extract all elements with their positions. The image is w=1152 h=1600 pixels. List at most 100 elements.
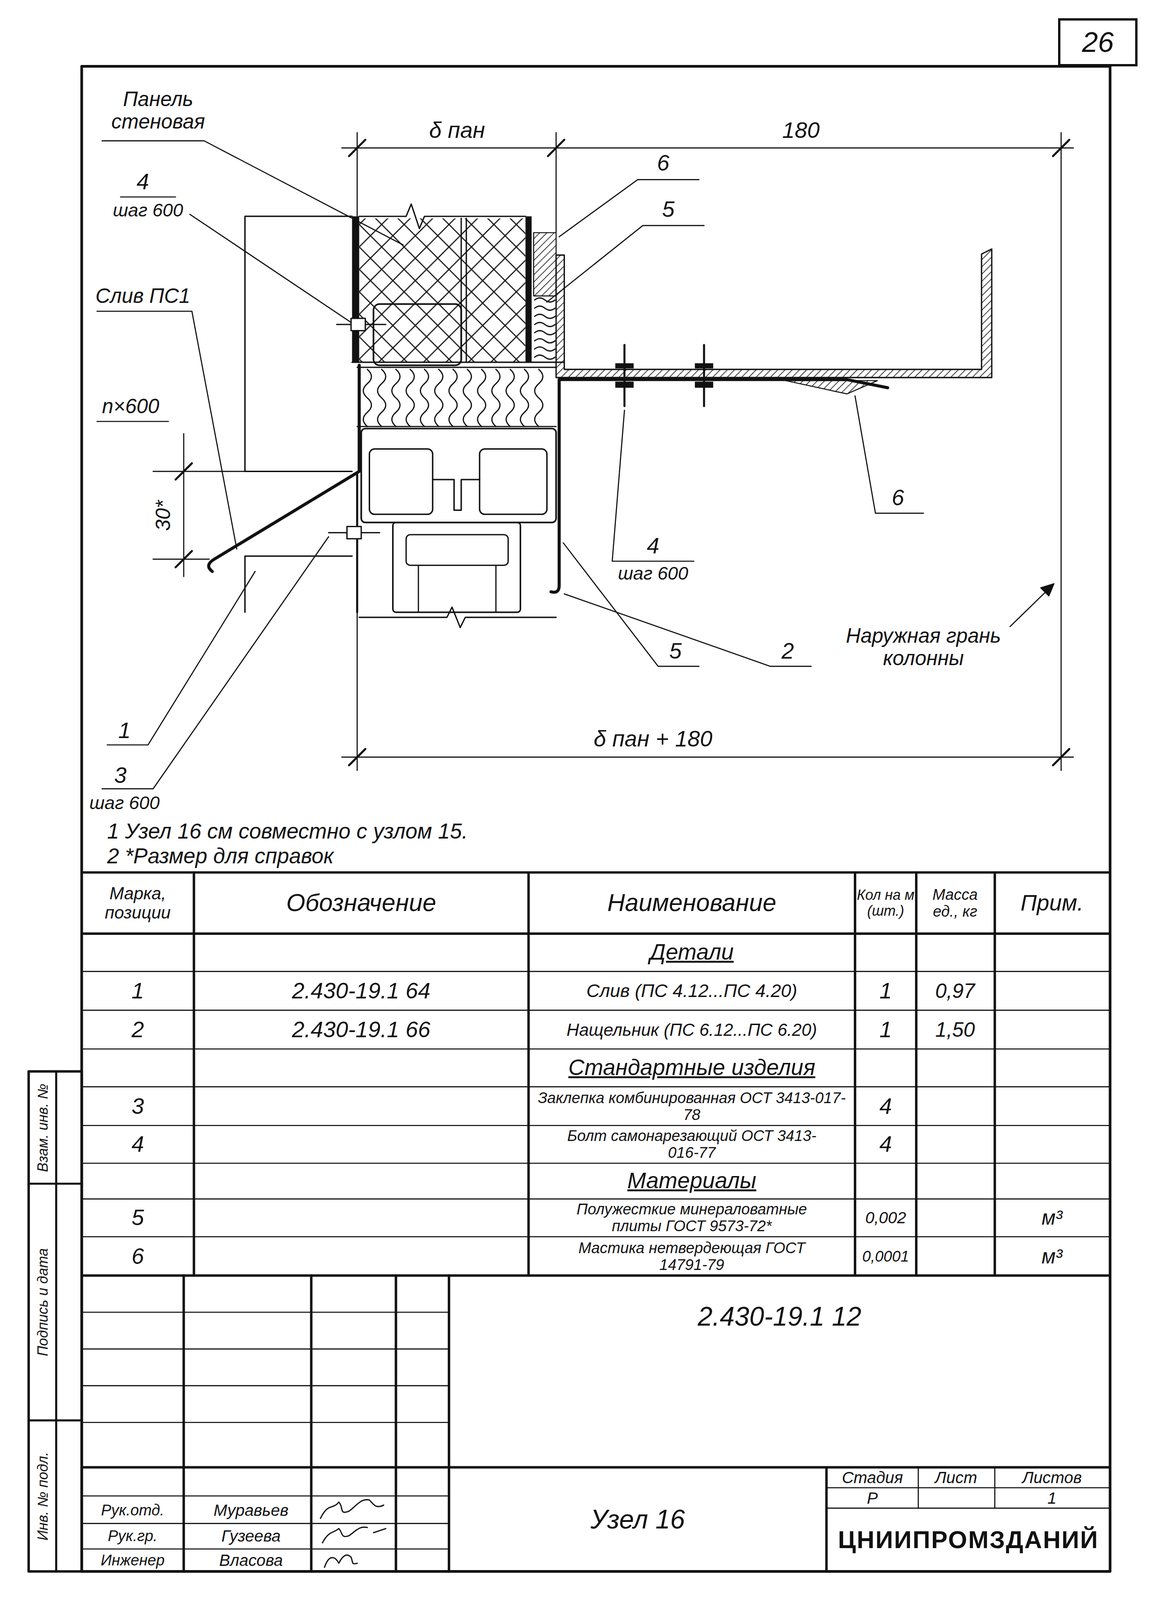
wool-outline — [357, 367, 557, 427]
panel-skin — [525, 216, 532, 363]
drawing-label: 6 — [657, 150, 670, 176]
table-cell: 3 — [131, 1093, 144, 1119]
drawing-label: Панель стеновая — [101, 87, 215, 133]
break-line — [359, 607, 557, 628]
drawing-label: δ пан + 180 — [593, 726, 713, 752]
drawing-label: 1 — [118, 718, 131, 744]
stamp-strip-grid — [28, 1071, 82, 1572]
frame-profile — [418, 565, 496, 612]
panel-skin — [351, 216, 359, 363]
title-block-cell: Муравьев — [213, 1501, 289, 1519]
table-cell: 2.430-19.1 64 — [292, 978, 431, 1004]
leader-line — [97, 420, 169, 422]
dimension-tick — [349, 139, 1070, 766]
channel-section — [556, 249, 992, 378]
table-cell: 6 — [131, 1243, 144, 1269]
frame-joint — [432, 479, 480, 510]
drawing-label: 30* — [151, 500, 175, 531]
table-cell: Кол на м (шт.) — [856, 887, 916, 919]
leader-line — [855, 395, 924, 514]
leader-line — [101, 140, 403, 245]
leader-line — [1009, 588, 1049, 627]
title-block-cell: Листов — [1022, 1468, 1082, 1487]
drawing-label: 5 — [669, 638, 682, 664]
bolt-symbol — [350, 318, 366, 331]
leader-line — [563, 542, 699, 666]
table-cell: Прим. — [1020, 890, 1084, 916]
cover-strip — [550, 379, 888, 593]
table-cell: Материалы — [627, 1168, 757, 1194]
table-cell: Нащельник (ПС 6.12...ПС 6.20) — [566, 1020, 817, 1040]
table-cell: Полужесткие минераловатные плиты ГОСТ 95… — [569, 1200, 815, 1235]
table-cell: 4 — [879, 1093, 893, 1119]
bolt-nut — [615, 381, 634, 388]
title-block-cell: Р — [866, 1488, 878, 1507]
panel-insulation-hatch — [359, 218, 526, 363]
bolt-symbol — [624, 344, 704, 407]
frame-chamber — [479, 449, 547, 515]
frame-skin — [356, 474, 358, 613]
table-cell: Слив (ПС 4.12...ПС 4.20) — [586, 980, 798, 1001]
sheet-frame — [81, 66, 1111, 1572]
frame-chamber — [369, 449, 433, 515]
table-cell: 1 — [879, 1017, 893, 1043]
leader-line — [558, 179, 699, 237]
drawing-label: 2 *Размер для справок — [107, 844, 334, 868]
table-grid-thick — [81, 872, 1111, 1275]
frame-chamber — [406, 534, 509, 566]
table-cell: 2 — [131, 1017, 144, 1043]
drawing-group — [28, 66, 1110, 1572]
table-cell: Детали — [650, 939, 734, 965]
table-cell: 0,97 — [935, 979, 975, 1002]
table-cell: Наименование — [607, 889, 777, 917]
panel-profile — [373, 304, 462, 366]
table-cell: 4 — [131, 1131, 144, 1157]
mastic-hatch — [785, 380, 878, 394]
table-cell: м³ — [1041, 1206, 1063, 1229]
title-block-cell: 2.430-19.1 12 — [697, 1301, 862, 1331]
drawing-label: 6 — [891, 485, 905, 511]
table-cell: 1,50 — [935, 1018, 975, 1041]
stamp-cell: Взам. инв. № — [35, 1083, 51, 1172]
table-cell: Масса ед., кг — [918, 886, 992, 920]
drawing-label: 180 — [782, 118, 820, 144]
stamp-strip — [28, 1071, 82, 1572]
table-grid-thin — [81, 971, 1111, 1237]
table-cell: 2.430-19.1 66 — [292, 1017, 431, 1043]
table-cell: Мастика нетвердеющая ГОСТ 14791-79 — [569, 1239, 815, 1274]
bolt-nut — [694, 381, 714, 388]
drawing-label: 4 — [646, 533, 660, 559]
bolt-washer — [615, 363, 634, 369]
table-cell: Обозначение — [286, 889, 437, 917]
mastic-hatch — [533, 232, 557, 296]
table-cell: 5 — [131, 1204, 144, 1230]
table-cell: м³ — [1041, 1245, 1063, 1268]
flashing — [208, 365, 359, 572]
leader-line — [107, 571, 256, 745]
drawing-label: δ пан — [429, 118, 486, 144]
drawing-label: шаг 600 — [89, 793, 160, 814]
table-cell: Марка, позиции — [86, 883, 189, 923]
drawing-label: n×600 — [101, 394, 160, 418]
leader-line — [101, 536, 329, 789]
title-block-thin — [81, 1311, 1111, 1549]
table-cell: Заклепка комбинированная ОСТ 3413-017-78 — [533, 1089, 851, 1124]
drawing-label: шаг 600 — [112, 200, 183, 221]
drawing-label: Слив ПС1 — [95, 284, 191, 308]
title-block-cell: Рук.гр. — [107, 1527, 158, 1545]
title-block-thick — [81, 1275, 1111, 1572]
bolt-washer — [694, 363, 714, 369]
extension-line — [357, 132, 1061, 771]
title-block-cell: Рук.отд. — [100, 1501, 165, 1519]
title-block-cell: Инженер — [100, 1551, 165, 1569]
drawing-label: 1 Узел 16 см совместно с узлом 15. — [107, 819, 468, 843]
dimension-tick — [175, 463, 193, 568]
drawing-label: 5 — [662, 196, 675, 222]
stamp-cell: Инв. № подл. — [35, 1451, 51, 1541]
page-number-box: 26 — [1058, 18, 1138, 67]
table-cell: 1 — [131, 978, 144, 1004]
drawing-label: шаг 600 — [617, 563, 688, 584]
leader-line — [97, 311, 237, 550]
